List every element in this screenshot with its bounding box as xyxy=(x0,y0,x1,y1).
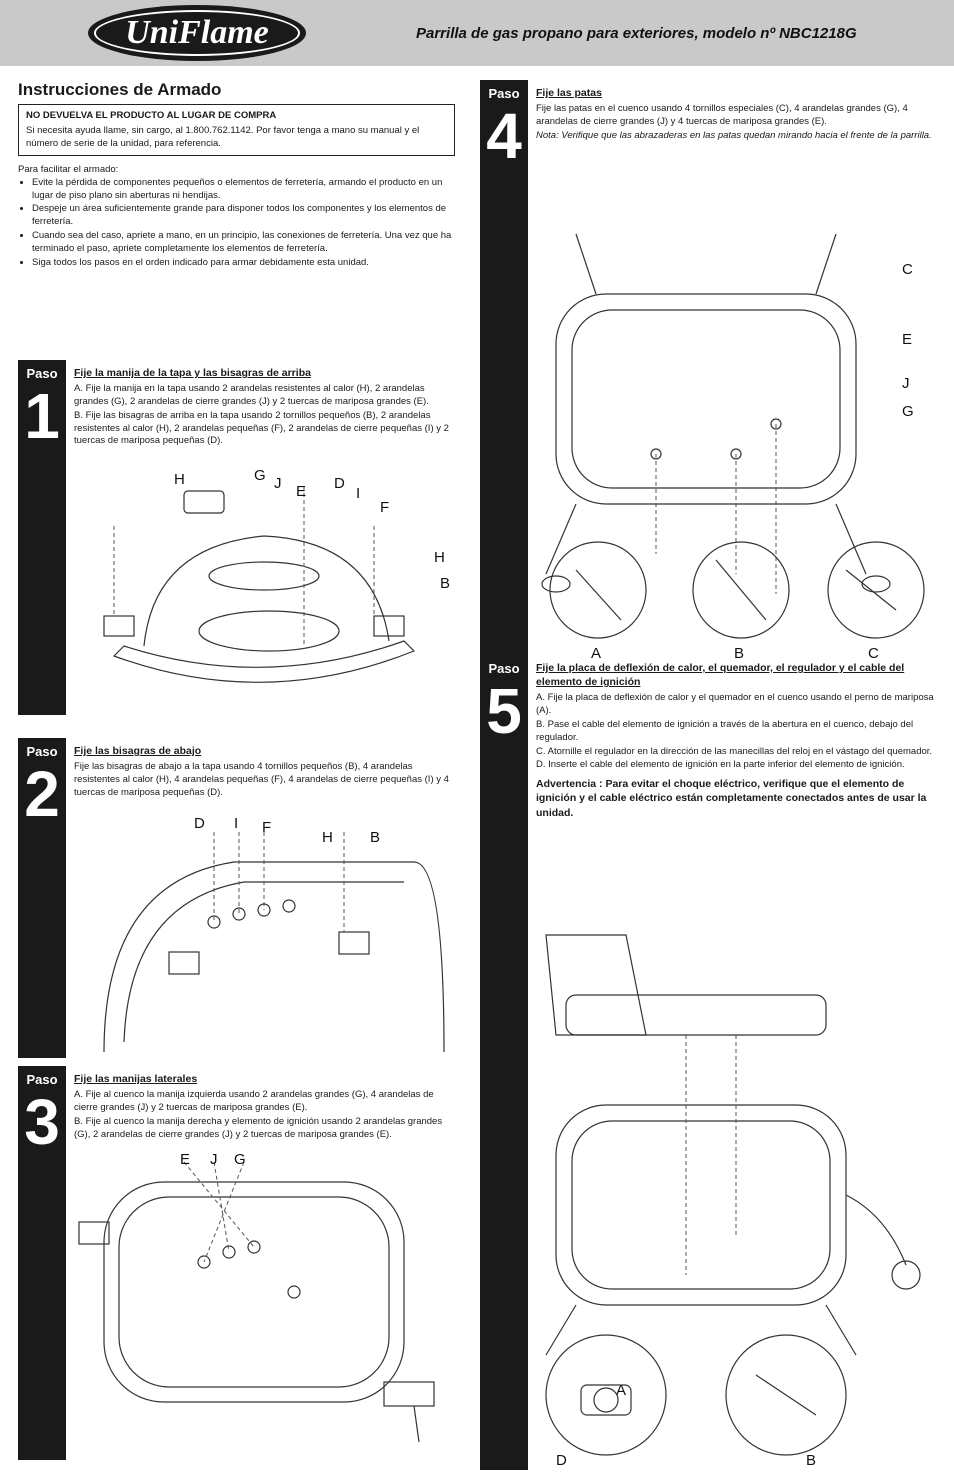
part-label: F xyxy=(262,819,271,836)
step-paso-label: Paso xyxy=(26,744,58,759)
part-label: E xyxy=(296,483,306,500)
step-line: Nota: Verifique que las abrazaderas en l… xyxy=(536,129,932,141)
step-1-diagram: H G J E D I F H B xyxy=(103,467,450,683)
step-line: B. Fije al cuenco la manija derecha y el… xyxy=(74,1115,443,1140)
step-line: A. Fije la manija en la tapa usando 2 ar… xyxy=(74,383,429,407)
step-number: 4 xyxy=(486,100,522,172)
part-label: I xyxy=(356,485,360,502)
step-title: Fije las patas xyxy=(536,87,602,99)
step-4-diagram: C G J E xyxy=(541,233,914,594)
part-label: H xyxy=(322,829,333,846)
part-label: J xyxy=(274,475,282,492)
step-line: Fije las bisagras de abajo a la tapa usa… xyxy=(74,761,449,798)
step-title: Fije las manijas laterales xyxy=(74,1073,198,1085)
step-2: Paso 2 Fije las bisagras de abajo Fije l… xyxy=(18,738,458,1068)
step-title: Fije las bisagras de abajo xyxy=(74,745,202,757)
step-line: Fije las patas en el cuenco usando 4 tor… xyxy=(536,103,908,127)
step-3-tab: Paso 3 xyxy=(18,1066,66,1460)
part-label: E xyxy=(902,331,912,348)
logo-text: UniFlame xyxy=(125,14,269,51)
step-number: 2 xyxy=(24,758,60,830)
step-number: 1 xyxy=(24,380,60,452)
part-label: J xyxy=(210,1152,218,1168)
step-5-diagram: A xyxy=(545,934,921,1399)
part-label: H xyxy=(434,549,445,566)
warning-text: Advertencia : Para evitar el choque eléc… xyxy=(536,778,927,819)
part-label: B xyxy=(370,829,380,846)
notice-box: NO DEVUELVA EL PRODUCTO AL LUGAR DE COMP… xyxy=(18,104,455,157)
step-3: Paso 3 Fije las manijas laterales A. Fij… xyxy=(18,1066,458,1460)
part-label: G xyxy=(902,403,914,420)
part-label: F xyxy=(380,499,389,516)
step-2-tab: Paso 2 xyxy=(18,738,66,1058)
part-label: A xyxy=(616,1382,626,1399)
notice-heading: NO DEVUELVA EL PRODUCTO AL LUGAR DE COMP… xyxy=(26,110,277,121)
intro-bullet: Evite la pérdida de componentes pequeños… xyxy=(32,177,455,203)
intro-lead: Para facilitar el armado: xyxy=(18,164,119,175)
step-4-detail-circles: C B A xyxy=(549,541,925,660)
step-1: Paso 1 Fije la manija de la tapa y las b… xyxy=(18,360,458,740)
detail-label: A xyxy=(591,645,601,660)
uniflame-logo: UniFlame xyxy=(88,5,306,61)
part-label: I xyxy=(234,815,238,832)
step-line: C. Atornille el regulador en la direcció… xyxy=(536,745,933,757)
step-line: B. Fije las bisagras de arriba en la tap… xyxy=(74,409,449,447)
part-label: B xyxy=(440,575,450,592)
step-1-tab: Paso 1 xyxy=(18,360,66,715)
step-title: Fije la placa de deflexión de calor, el … xyxy=(536,662,905,689)
intro-bullet: Despeje un área suficientemente grande p… xyxy=(32,203,455,229)
part-label: D xyxy=(334,475,345,492)
detail-label: B xyxy=(806,1452,816,1465)
step-5-detail-circles: B D xyxy=(545,1334,847,1465)
step-paso-label: Paso xyxy=(26,366,58,381)
part-label: G xyxy=(234,1152,246,1168)
step-1-body: Fije la manija de la tapa y las bisagras… xyxy=(74,366,454,449)
detail-label: B xyxy=(734,645,744,660)
step-number: 5 xyxy=(486,675,522,747)
notice-text: Si necesita ayuda llame, sin cargo, al 1… xyxy=(26,124,420,149)
step-4: Paso 4 Fije las patas Fije las patas en … xyxy=(480,80,940,660)
step-line: A. Fije al cuenco la manija izquierda us… xyxy=(74,1089,434,1113)
step-line: B. Pase el cable del elemento de ignició… xyxy=(536,718,914,743)
step-2-body: Fije las bisagras de abajo Fije las bisa… xyxy=(74,744,454,801)
part-label: H xyxy=(174,471,185,488)
intro-bullet: Cuando sea del caso, apriete a mano, en … xyxy=(32,230,455,256)
part-label: D xyxy=(194,815,205,832)
part-label: J xyxy=(902,375,910,392)
step-5-body: Fije la placa de deflexión de calor, el … xyxy=(536,661,936,820)
header-title: Parrilla de gas propano para exteriores,… xyxy=(416,24,857,42)
intro-bullet: Siga todos los pasos en el orden indicad… xyxy=(32,257,455,270)
part-label: E xyxy=(180,1152,190,1168)
detail-label: C xyxy=(868,645,879,660)
header-band: UniFlame Parrilla de gas propano para ex… xyxy=(0,0,954,66)
step-title: Fije la manija de la tapa y las bisagras… xyxy=(74,367,311,379)
step-paso-label: Paso xyxy=(488,86,520,101)
page-title: Instrucciones de Armado xyxy=(18,80,222,99)
step-line: A. Fije la placa de deflexión de calor y… xyxy=(536,692,934,717)
part-label: C xyxy=(902,261,913,278)
step-number: 3 xyxy=(24,1086,60,1158)
step-4-tab: Paso 4 xyxy=(480,80,528,655)
step-5: Paso 5 Fije la placa de deflexión de cal… xyxy=(480,655,940,1470)
step-3-body: Fije las manijas laterales A. Fije al cu… xyxy=(74,1072,454,1142)
step-2-diagram: D I F H B xyxy=(103,815,445,1053)
step-5-tab: Paso 5 xyxy=(480,655,528,1470)
step-paso-label: Paso xyxy=(488,661,520,676)
step-4-body: Fije las patas Fije las patas en el cuen… xyxy=(536,86,936,144)
step-3-diagram: G J E xyxy=(78,1152,435,1443)
step-line: D. Inserte el cable del elemento de igni… xyxy=(536,759,905,771)
intro-list: Evite la pérdida de componentes pequeños… xyxy=(32,177,455,270)
step-paso-label: Paso xyxy=(26,1072,58,1087)
part-label: G xyxy=(254,467,266,484)
intro-section: Para facilitar el armado: Evite la pérdi… xyxy=(18,164,455,271)
detail-label: D xyxy=(556,1452,567,1465)
